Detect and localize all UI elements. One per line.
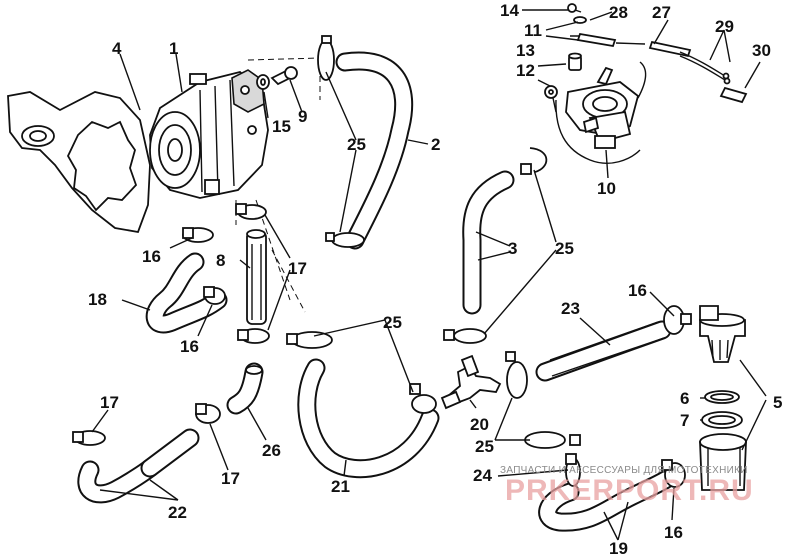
- callout-9: 9: [298, 107, 307, 126]
- callout-11: 11: [524, 21, 542, 40]
- callout-2: 2: [431, 135, 440, 154]
- clamp: [237, 328, 270, 344]
- callout-16-bottom: 16: [664, 523, 683, 542]
- electric-pump: [565, 81, 640, 149]
- leader-lines: [91, 9, 767, 541]
- clamp: [72, 430, 106, 446]
- small-screw: [567, 3, 582, 13]
- screw: [270, 66, 298, 86]
- sleeve: [719, 86, 748, 104]
- callout-25-upper: 25: [347, 135, 366, 154]
- callout-26: 26: [262, 441, 281, 460]
- callout-18: 18: [88, 290, 107, 309]
- clamp: [409, 383, 437, 414]
- o-ring: [704, 390, 740, 404]
- callout-30: 30: [752, 41, 771, 60]
- callout-19: 19: [609, 539, 628, 556]
- clamp: [195, 403, 221, 424]
- callout-14: 14: [500, 1, 519, 20]
- callout-16-left: 16: [180, 337, 199, 356]
- callout-1: 1: [169, 39, 178, 58]
- hose-upper: [335, 51, 414, 250]
- callout-27: 27: [652, 3, 671, 22]
- callout-25-lower: 25: [475, 437, 494, 456]
- ring-terminal: [544, 85, 558, 113]
- bracket: [596, 66, 614, 86]
- callout-22: 22: [168, 503, 187, 522]
- watermark: ЗАПЧАСТИ И АКСЕССУАРЫ ДЛЯ МОТОТЕХНИКИ PR…: [500, 465, 754, 507]
- tee-fitting: [440, 354, 502, 410]
- callout-7: 7: [680, 411, 689, 430]
- hose-elbow: [462, 170, 515, 315]
- hose-bent: [145, 252, 228, 334]
- callout-23: 23: [561, 299, 580, 318]
- washer: [256, 74, 270, 90]
- hose-u: [297, 358, 440, 479]
- hose-lower-left: [77, 428, 200, 504]
- twin-leads: [679, 51, 731, 85]
- callout-13: 13: [516, 41, 535, 60]
- filter-cap: [699, 305, 746, 363]
- clamp: [661, 459, 686, 488]
- callout-25-right: 25: [555, 239, 574, 258]
- callout-10: 10: [597, 179, 616, 198]
- callout-17-lower-left: 17: [100, 393, 119, 412]
- clamp: [286, 331, 333, 349]
- callout-6: 6: [680, 389, 689, 408]
- callout-29: 29: [715, 17, 734, 36]
- watermark-text: ЗАПЧАСТИ И АКСЕССУАРЫ ДЛЯ МОТОТЕХНИКИ: [500, 465, 748, 476]
- fuel-pump: [149, 69, 269, 199]
- hose-long: [535, 320, 672, 382]
- hose-straight: [246, 229, 267, 325]
- wire-harness: [555, 61, 647, 164]
- clamp: [235, 203, 267, 220]
- clamp: [505, 351, 528, 399]
- callout-3: 3: [508, 239, 517, 258]
- filter-element: [701, 411, 743, 429]
- clamp: [663, 305, 692, 335]
- callout-24: 24: [473, 466, 492, 485]
- callout-16-top-left: 16: [142, 247, 161, 266]
- grommet: [568, 52, 582, 71]
- gasket-plate: [7, 91, 151, 234]
- callout-labels: 1 4 2 25 15 9 14 11 13 12 28 27 29 30 10…: [88, 1, 782, 556]
- callout-5: 5: [773, 393, 782, 412]
- callout-28: 28: [609, 3, 628, 22]
- callout-17-lower: 17: [221, 469, 240, 488]
- hose-small-elbow: [226, 362, 264, 415]
- callout-12: 12: [516, 61, 535, 80]
- terminal-sleeve: [573, 16, 587, 24]
- clamp: [443, 328, 487, 344]
- callout-16-right: 16: [628, 281, 647, 300]
- clamp: [203, 286, 226, 305]
- callout-25-center: 25: [383, 313, 402, 332]
- callout-17-mid: 17: [288, 259, 307, 278]
- clamp: [524, 431, 581, 449]
- callout-20: 20: [470, 415, 489, 434]
- callout-15: 15: [272, 117, 291, 136]
- callout-21: 21: [331, 477, 350, 496]
- filter-bowl: [699, 433, 747, 491]
- clamp: [325, 232, 365, 248]
- hose-lower-right: [538, 470, 675, 532]
- callout-4: 4: [112, 39, 122, 58]
- clamp: [520, 147, 548, 175]
- clamp: [565, 453, 581, 487]
- watermark-logo: PRKERPORT.RU: [505, 474, 754, 507]
- callout-8: 8: [216, 251, 225, 270]
- fuse-holder: [570, 32, 646, 48]
- clamp: [317, 35, 335, 81]
